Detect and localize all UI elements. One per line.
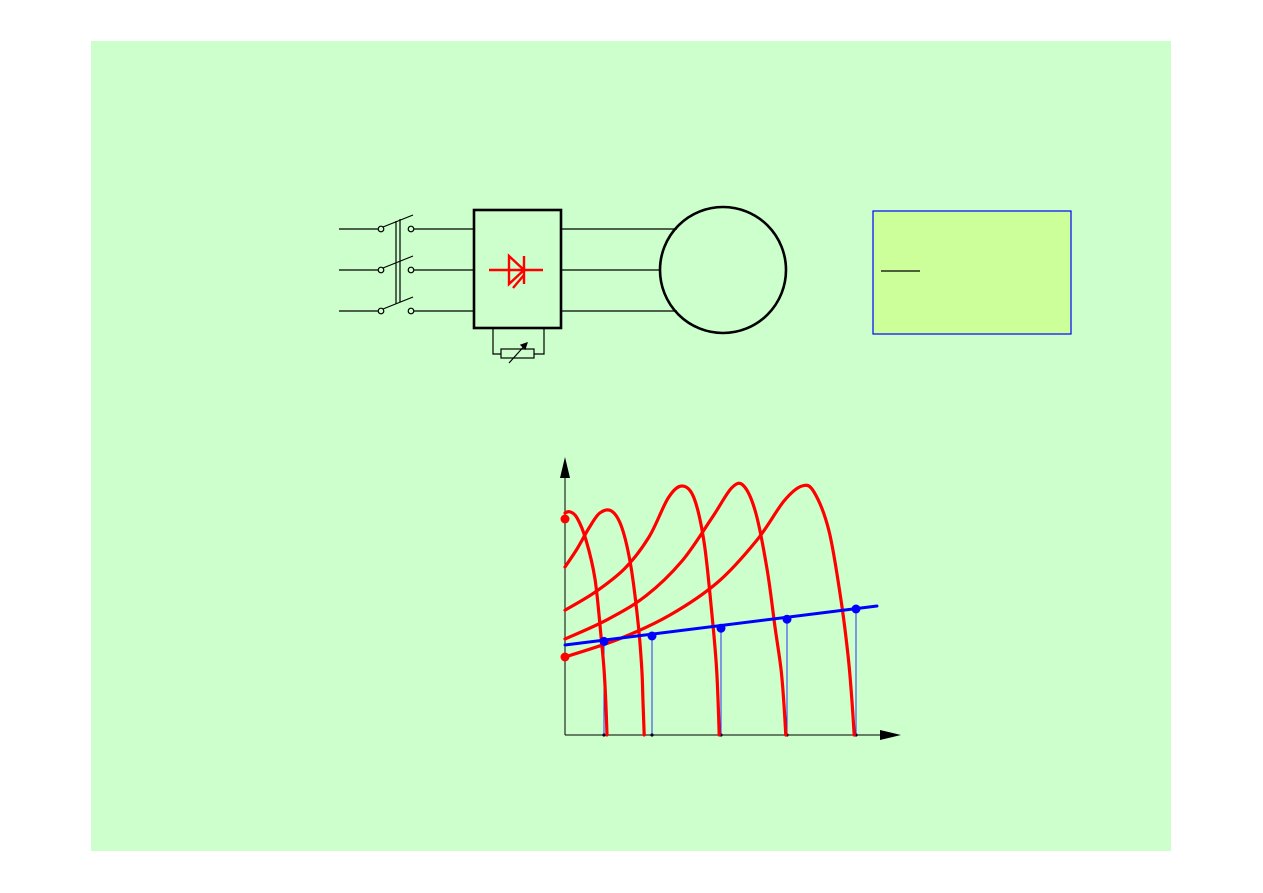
y-axis-arrowhead	[560, 457, 570, 478]
circuit-diagram	[339, 205, 788, 364]
starting-point-2	[560, 652, 570, 662]
switch-contact	[407, 266, 415, 274]
torque-curve-3	[563, 484, 721, 737]
switch-contact	[407, 225, 415, 233]
x-axis-arrowhead	[880, 730, 901, 740]
torque-curve-2	[563, 508, 646, 737]
slide	[91, 41, 1171, 851]
operating-point-3	[716, 623, 726, 633]
switch-contact	[377, 307, 385, 315]
torque-speed-chart	[560, 457, 901, 740]
point-group	[560, 514, 861, 662]
torque-curve-5	[563, 483, 856, 737]
switch-blade	[382, 296, 414, 310]
operating-point-1	[599, 636, 609, 646]
switch-contact	[377, 225, 385, 233]
note-box	[872, 210, 1072, 335]
thyristor-gate	[512, 274, 525, 289]
operating-point-5	[851, 604, 861, 614]
converter-box	[472, 208, 563, 330]
curve-group	[563, 481, 879, 737]
slide-background	[91, 41, 1171, 851]
torque-curve-4	[563, 481, 788, 737]
operating-point-2	[647, 631, 657, 641]
motor-circle-icon	[658, 205, 788, 335]
note-box-frame	[872, 210, 1072, 335]
thyristor-triangle	[507, 253, 526, 287]
thyristor-icon	[489, 253, 543, 289]
torque-curve-1	[563, 510, 609, 737]
operating-point-4	[782, 614, 792, 624]
switch-contact	[407, 307, 415, 315]
starting-point-1	[560, 514, 570, 524]
switch-blade	[382, 214, 414, 228]
resistor-arrowhead	[519, 342, 528, 351]
switch-blade	[382, 255, 414, 269]
diagram-canvas	[91, 41, 1171, 851]
switch-contact	[377, 266, 385, 274]
three-pole-switch	[377, 214, 415, 315]
